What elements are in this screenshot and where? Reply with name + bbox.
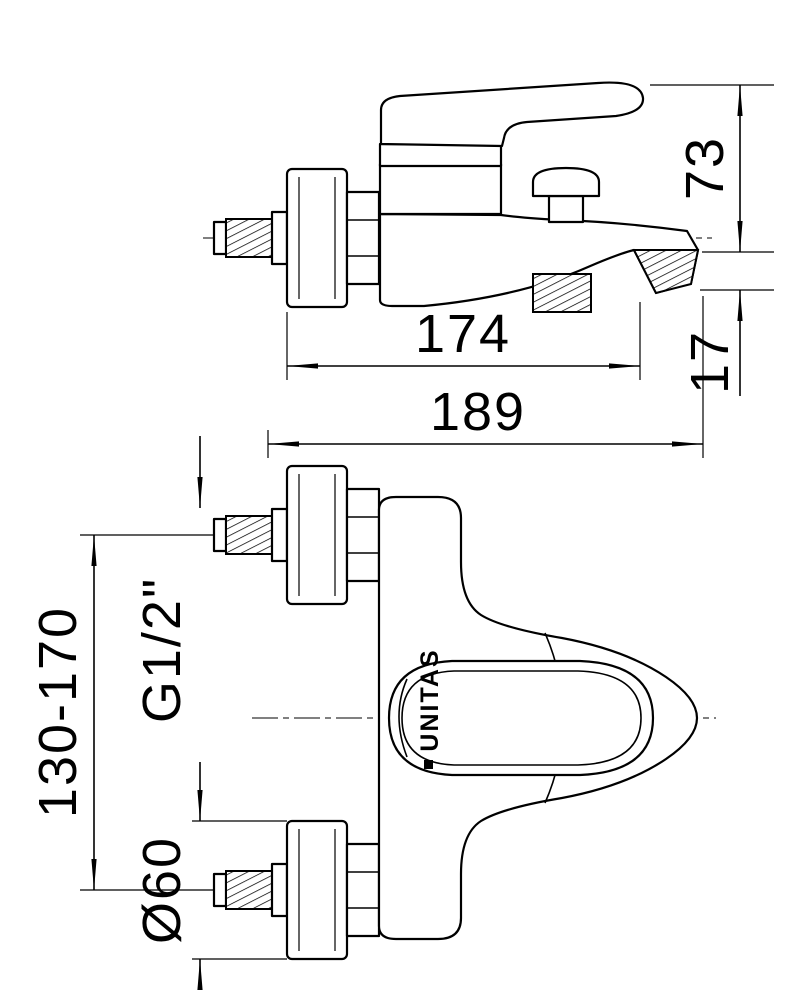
label-thread-g12: G1/2" bbox=[132, 436, 203, 723]
dim-diameter-60: Ø60 bbox=[132, 762, 287, 990]
diverter-stem bbox=[547, 194, 585, 224]
aerator bbox=[632, 249, 700, 295]
locknut-front bbox=[345, 842, 381, 938]
escutcheon-front bbox=[285, 819, 349, 961]
dim-189-label: 189 bbox=[430, 382, 526, 442]
lever-tip-line bbox=[398, 678, 408, 758]
pipe-thread bbox=[225, 515, 273, 555]
locknut-front bbox=[345, 487, 381, 583]
side-view bbox=[203, 81, 712, 313]
pipe-collar bbox=[270, 210, 289, 266]
pipe-tip bbox=[212, 872, 228, 908]
dim-reach-174: 174 bbox=[286, 302, 641, 380]
pipe-tip bbox=[212, 517, 228, 553]
dim-130-170-label: 130-170 bbox=[28, 606, 88, 818]
cartridge-cap bbox=[378, 142, 503, 168]
escutcheon-front bbox=[285, 464, 349, 606]
lever-handle-side bbox=[379, 81, 645, 148]
pipe-collar bbox=[270, 862, 289, 918]
dim-length-189: 189 bbox=[267, 296, 704, 458]
shower-outlet-thread bbox=[532, 273, 592, 313]
diverter-knob bbox=[531, 166, 601, 198]
lever-handle-front bbox=[387, 659, 655, 777]
brand-mark-icon bbox=[424, 760, 433, 769]
pipe-thread bbox=[225, 870, 273, 910]
pipe-collar bbox=[270, 507, 289, 563]
dim-17-label: 17 bbox=[680, 330, 740, 394]
front-view: UNITAS bbox=[80, 464, 716, 961]
thread-size-label: G1/2" bbox=[132, 577, 192, 723]
upper-mount bbox=[212, 464, 381, 606]
escutcheon-side bbox=[285, 167, 349, 309]
dim-mounting-range-130-170: 130-170 bbox=[28, 535, 97, 890]
locknut-side bbox=[345, 190, 381, 286]
dim-drop-17: 17 bbox=[680, 289, 774, 396]
dim-height-73: 73 bbox=[650, 84, 774, 253]
body-side bbox=[378, 162, 503, 216]
lower-mount bbox=[212, 819, 381, 961]
pipe-thread bbox=[225, 218, 273, 258]
dim-73-label: 73 bbox=[675, 136, 735, 200]
dim-diameter-label: Ø60 bbox=[132, 836, 192, 944]
dim-174-label: 174 bbox=[415, 304, 511, 364]
pipe-tip bbox=[212, 220, 228, 256]
brand-label: UNITAS bbox=[416, 648, 444, 751]
